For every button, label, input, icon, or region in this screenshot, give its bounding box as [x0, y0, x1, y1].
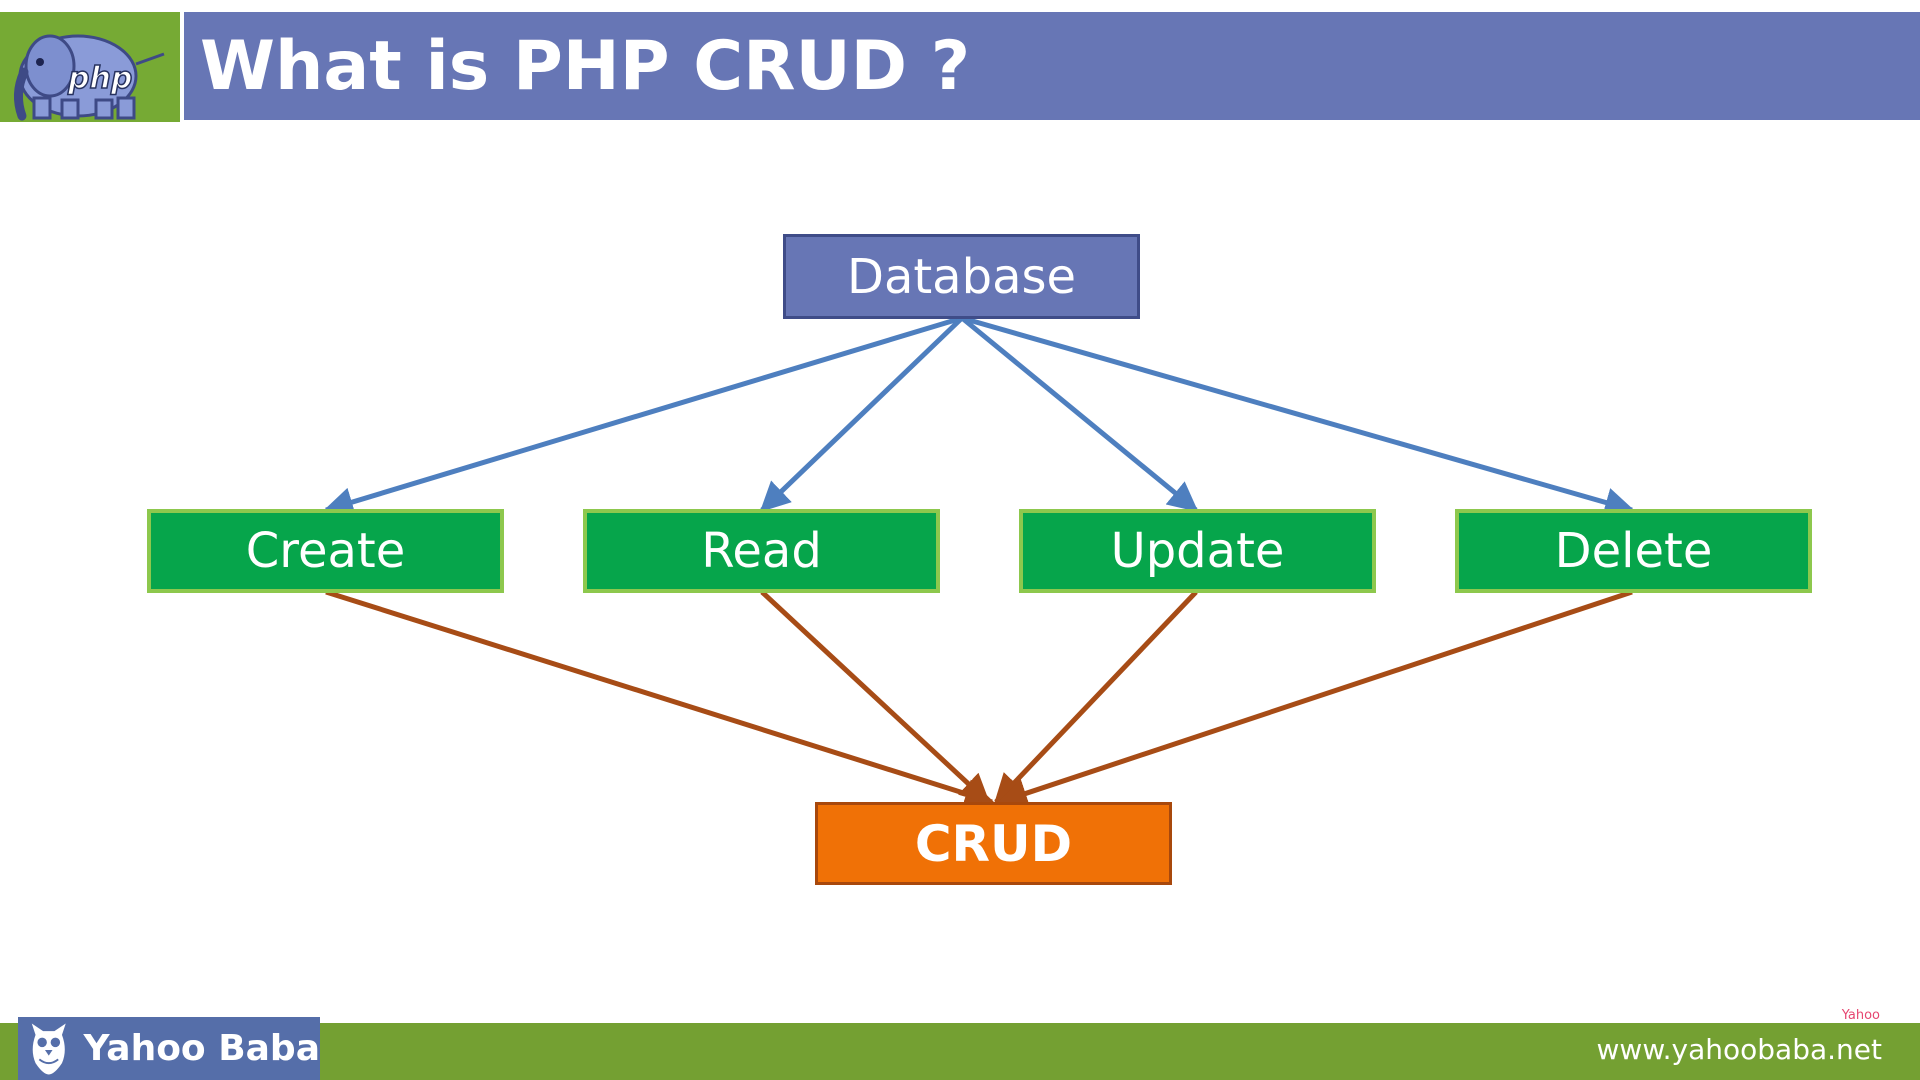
delete-box: Delete: [1455, 509, 1812, 593]
php-logo-text: php: [67, 61, 132, 96]
owl-icon: [31, 1023, 66, 1074]
create-box: Create: [147, 509, 504, 593]
slide-title: What is PHP CRUD ?: [200, 27, 971, 106]
arrow-update-to-crud: [993, 590, 1198, 805]
crud-box: CRUD: [815, 802, 1172, 885]
brand-name: Yahoo Baba: [83, 1028, 320, 1069]
arrow-read-to-crud: [760, 590, 991, 805]
arrow-database-to-delete: [961, 315, 1635, 517]
read-box: Read: [583, 509, 940, 593]
website-url: www.yahoobaba.net: [1596, 1033, 1882, 1066]
database-box: Database: [783, 234, 1140, 319]
title-bar: [184, 12, 1920, 120]
footer-brand: Yahoo Baba: [18, 1017, 320, 1080]
arrow-database-to-read: [759, 316, 964, 513]
channel-watermark: Yahoo: [1841, 1008, 1880, 1023]
arrow-database-to-update: [960, 316, 1199, 512]
update-box: Update: [1019, 509, 1376, 593]
php-elephant-icon: php: [14, 34, 165, 121]
php-logo: php: [0, 12, 180, 122]
arrow-delete-to-crud: [997, 589, 1633, 808]
footer-bar: [0, 1023, 1920, 1080]
arrow-database-to-create: [323, 315, 963, 517]
arrow-create-to-crud: [325, 589, 995, 809]
